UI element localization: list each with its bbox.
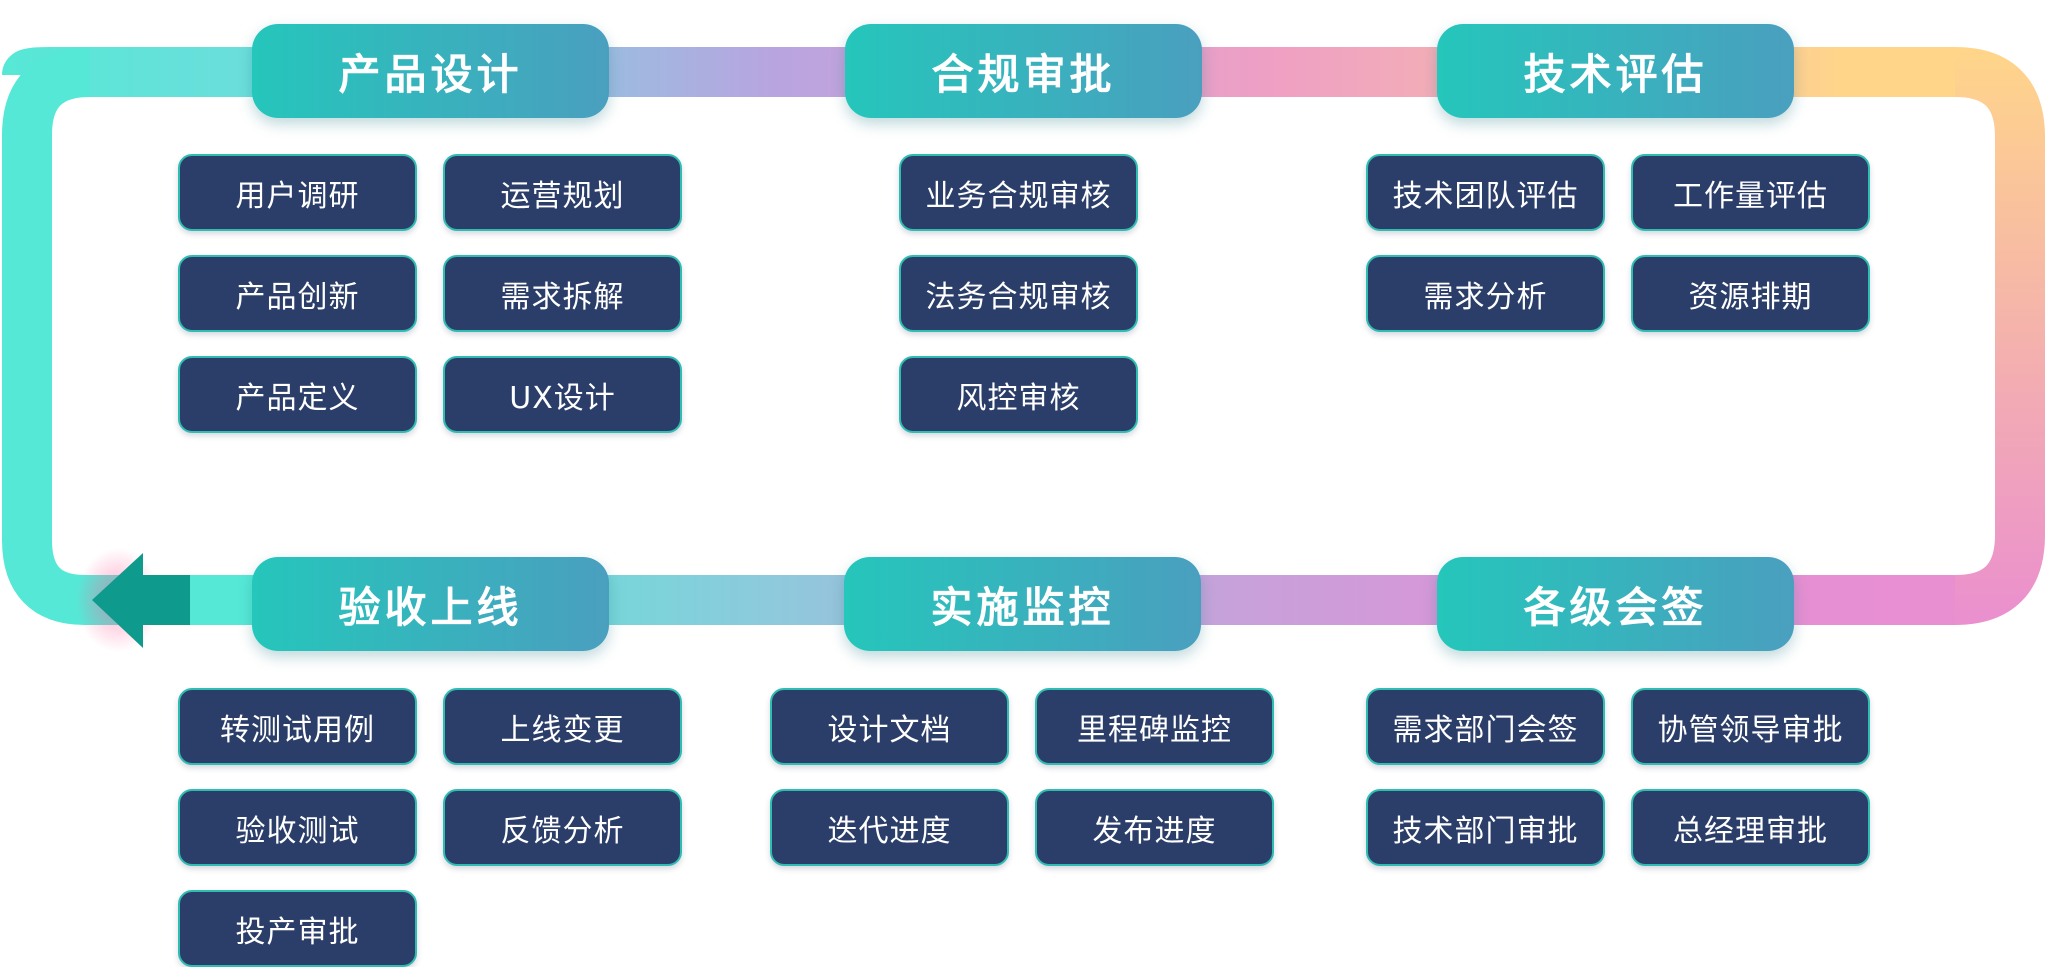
task-item: 运营规划 bbox=[443, 154, 682, 231]
task-item: 里程碑监控 bbox=[1035, 688, 1274, 765]
task-item: UX设计 bbox=[443, 356, 682, 433]
task-item: 发布进度 bbox=[1035, 789, 1274, 866]
task-item: 设计文档 bbox=[770, 688, 1009, 765]
task-item: 需求拆解 bbox=[443, 255, 682, 332]
task-item: 验收测试 bbox=[178, 789, 417, 866]
task-item: 迭代进度 bbox=[770, 789, 1009, 866]
task-item: 业务合规审核 bbox=[899, 154, 1138, 231]
task-item: 反馈分析 bbox=[443, 789, 682, 866]
phase-product-design: 产品设计 bbox=[252, 24, 609, 118]
task-item: 资源排期 bbox=[1631, 255, 1870, 332]
phase-acceptance-launch: 验收上线 bbox=[252, 557, 609, 651]
phase-title: 合规审批 bbox=[931, 49, 1116, 99]
phase-implementation-monitoring: 实施监控 bbox=[844, 557, 1201, 651]
flow-right-segment bbox=[1953, 47, 2045, 625]
task-item: 总经理审批 bbox=[1631, 789, 1870, 866]
flow-arrow-icon bbox=[92, 553, 190, 648]
task-item: 转测试用例 bbox=[178, 688, 417, 765]
phase-title: 验收上线 bbox=[338, 582, 523, 632]
phase-compliance-approval: 合规审批 bbox=[845, 24, 1202, 118]
flow-left-segment bbox=[2, 47, 150, 625]
task-item: 风控审核 bbox=[899, 356, 1138, 433]
task-item: 法务合规审核 bbox=[899, 255, 1138, 332]
task-item: 产品定义 bbox=[178, 356, 417, 433]
phase-title: 实施监控 bbox=[930, 582, 1115, 632]
task-item: 投产审批 bbox=[178, 890, 417, 967]
task-item: 上线变更 bbox=[443, 688, 682, 765]
task-item: 工作量评估 bbox=[1631, 154, 1870, 231]
task-item: 协管领导审批 bbox=[1631, 688, 1870, 765]
task-item: 用户调研 bbox=[178, 154, 417, 231]
phase-title: 各级会签 bbox=[1523, 582, 1708, 632]
phase-tech-evaluation: 技术评估 bbox=[1437, 24, 1794, 118]
task-item: 产品创新 bbox=[178, 255, 417, 332]
phase-title: 技术评估 bbox=[1523, 49, 1708, 99]
task-item: 技术部门审批 bbox=[1366, 789, 1605, 866]
task-item: 需求分析 bbox=[1366, 255, 1605, 332]
phase-title: 产品设计 bbox=[338, 49, 523, 99]
phase-countersign: 各级会签 bbox=[1437, 557, 1794, 651]
task-item: 需求部门会签 bbox=[1366, 688, 1605, 765]
task-item: 技术团队评估 bbox=[1366, 154, 1605, 231]
